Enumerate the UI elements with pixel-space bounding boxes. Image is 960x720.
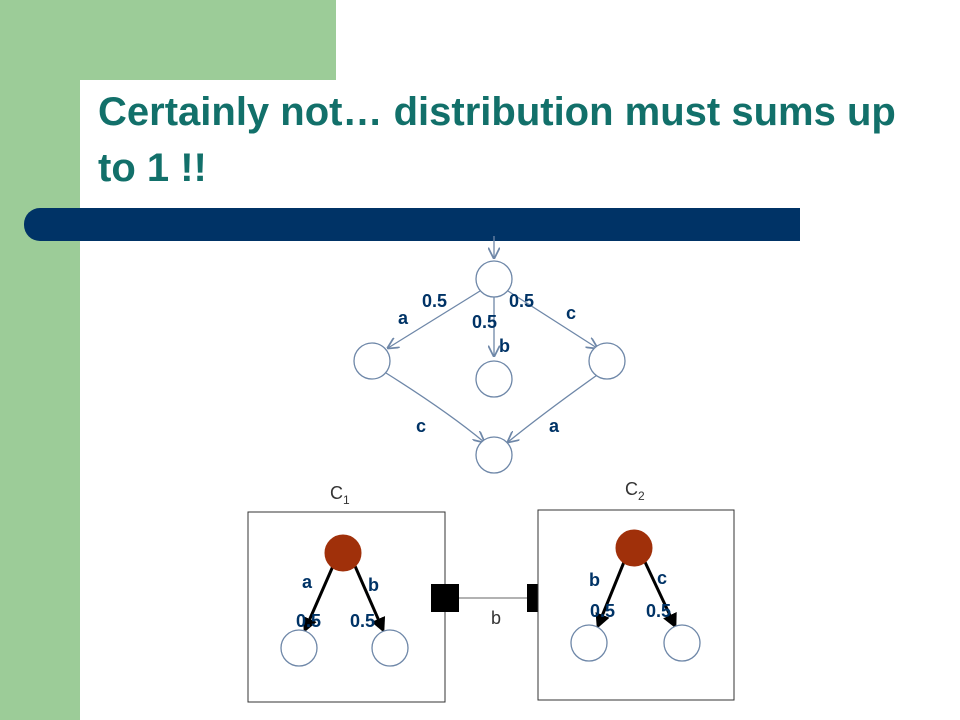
c1-right-node bbox=[371, 629, 409, 667]
component-c1: C1 a b 0.5 0.5 bbox=[247, 483, 446, 703]
c2-edge-b bbox=[595, 561, 626, 629]
port-left bbox=[431, 584, 459, 612]
content-card bbox=[80, 80, 960, 720]
edge-prob-c: 0.5 bbox=[509, 291, 534, 311]
edge-label-c-lower: c bbox=[416, 416, 426, 436]
c2-edge-label-c: c bbox=[657, 568, 667, 588]
c1-edge-a bbox=[302, 565, 335, 633]
c2-left-node bbox=[570, 624, 608, 662]
slide-title: Certainly not… distribution must sums up… bbox=[98, 90, 896, 190]
c1-edge-label-b: b bbox=[368, 575, 379, 595]
component-c1-label: C1 bbox=[330, 483, 350, 507]
state-node-bottom bbox=[475, 436, 513, 474]
c1-edge-label-a: a bbox=[302, 572, 313, 592]
state-node-middle bbox=[475, 360, 513, 398]
c2-root-node bbox=[615, 529, 653, 567]
edge-label-b: b bbox=[499, 336, 510, 356]
edge-prob-a: 0.5 bbox=[422, 291, 447, 311]
component-c2-label: C2 bbox=[625, 479, 645, 503]
c1-left-node bbox=[280, 629, 318, 667]
c2-edge-label-b: b bbox=[589, 570, 600, 590]
edge-label-a: a bbox=[398, 308, 409, 328]
component-link: b bbox=[431, 584, 555, 628]
c2-edge-c bbox=[643, 561, 677, 629]
top-graph: a 0.5 0.5 b 0.5 c c a bbox=[353, 236, 626, 474]
link-label: b bbox=[491, 608, 501, 628]
c1-root-node bbox=[324, 534, 362, 572]
edge-label-c: c bbox=[566, 303, 576, 323]
c2-edge-prob-b: 0.5 bbox=[590, 601, 615, 621]
edge-c-top bbox=[507, 290, 597, 348]
edge-a-top bbox=[388, 290, 481, 348]
c1-edge-prob-a: 0.5 bbox=[296, 611, 321, 631]
state-node-left bbox=[353, 342, 391, 380]
c1-edge-b bbox=[353, 565, 386, 633]
edge-label-a-lower: a bbox=[549, 416, 560, 436]
sidebar-decoration bbox=[0, 0, 80, 720]
c2-edge-prob-c: 0.5 bbox=[646, 601, 671, 621]
c2-right-node bbox=[663, 624, 701, 662]
state-node-right bbox=[588, 342, 626, 380]
edge-c-lower bbox=[385, 372, 484, 442]
edge-prob-b: 0.5 bbox=[472, 312, 497, 332]
component-c2: C2 b c 0.5 0.5 bbox=[537, 479, 735, 701]
title-underline-bar bbox=[24, 208, 800, 241]
c1-edge-prob-b: 0.5 bbox=[350, 611, 375, 631]
state-node-root bbox=[475, 260, 513, 298]
edge-a-lower bbox=[508, 372, 601, 442]
